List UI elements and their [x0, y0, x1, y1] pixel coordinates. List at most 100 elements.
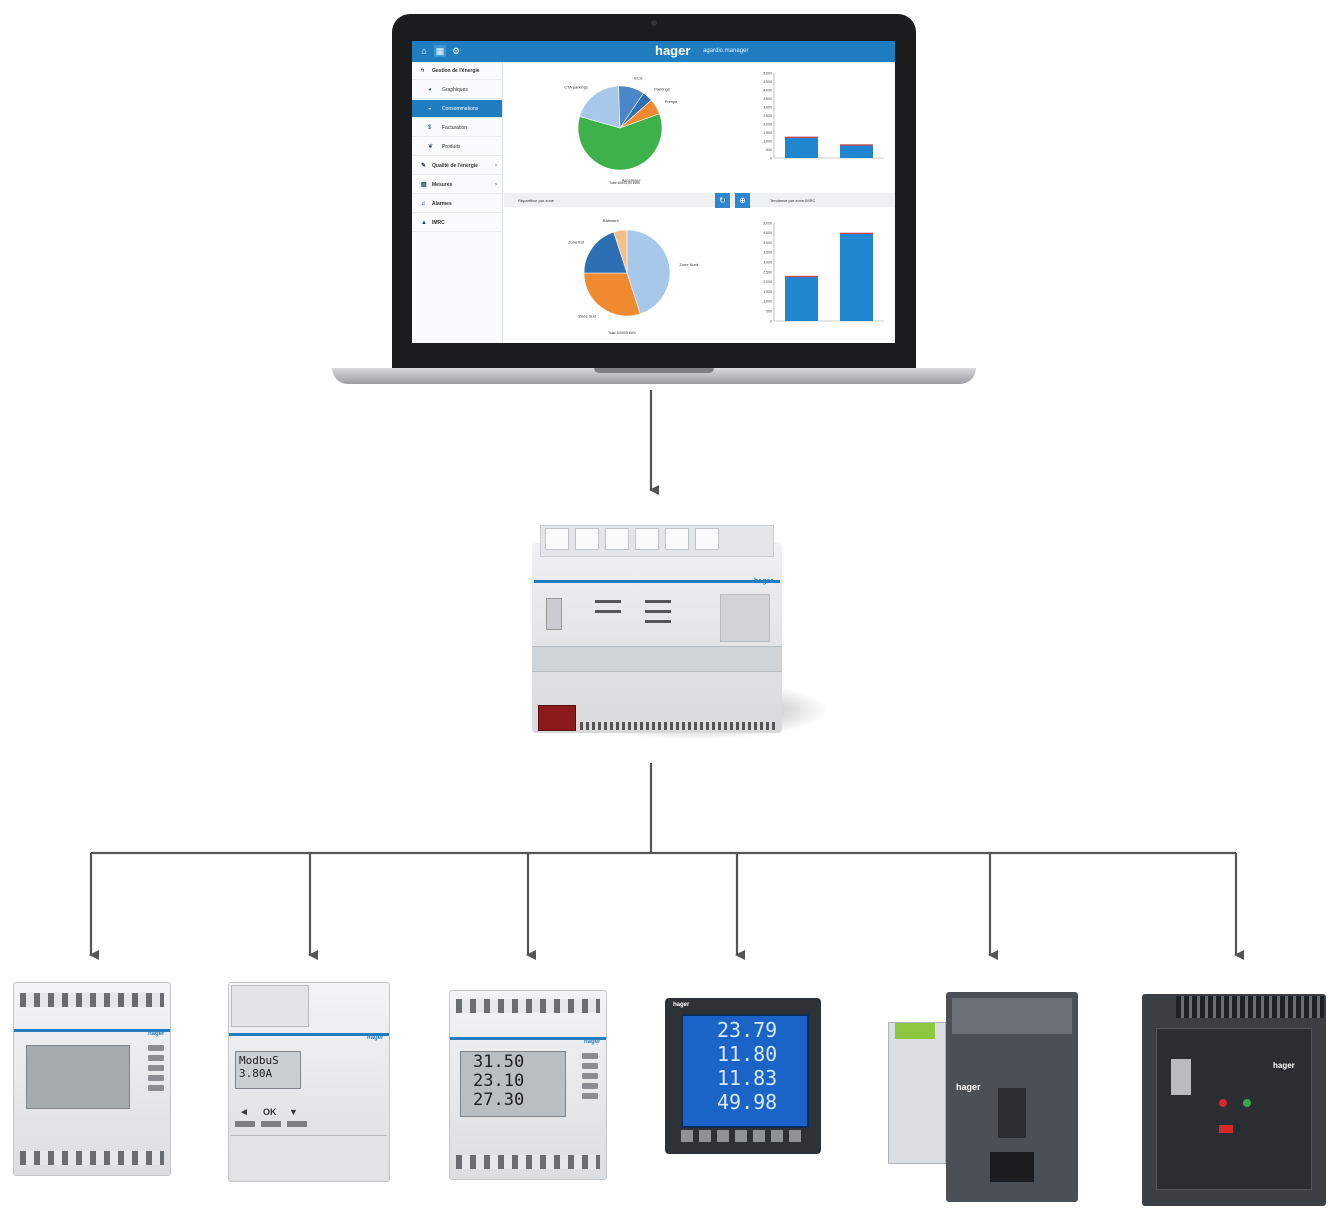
- breaker-handle[interactable]: [998, 1088, 1026, 1138]
- terminal: [695, 528, 719, 550]
- lcd-display: 31.50 23.10 27.30: [460, 1051, 566, 1117]
- gateway-stripe: [534, 580, 780, 583]
- dashboard-screen: ⌂ ▦ ⚙ hager agardio.manager ϟ Gestion de…: [412, 41, 895, 343]
- pie-slice: [583, 231, 628, 274]
- bottom-terminals: [20, 1151, 164, 1165]
- sidebar-item-quality[interactable]: ✎ Qualité de l'énergie ›: [412, 157, 502, 175]
- gauge-icon: ◒: [428, 106, 432, 112]
- laptop-base: [332, 368, 976, 384]
- gateway-rail: [532, 646, 782, 672]
- accessory-module: [888, 1022, 946, 1164]
- gateway-logo: hager: [754, 578, 774, 585]
- ok-button[interactable]: OK: [263, 1107, 277, 1117]
- y-tick-label: 2,000: [763, 122, 772, 126]
- camera-icon: [651, 20, 657, 26]
- red-indicator: [1219, 1125, 1233, 1133]
- settings-icon[interactable]: ⚙: [451, 46, 461, 56]
- y-tick-label: 5,000: [763, 221, 772, 225]
- terminal: [545, 528, 569, 550]
- sidebar: ϟ Gestion de l'énergie ◕ Graphiques ◒ Co…: [412, 62, 503, 343]
- energy-meter-3: hager 31.50 23.10 27.30: [449, 990, 607, 1180]
- power-meter: hager 23.79 11.80 11.83 49.98: [665, 998, 821, 1154]
- left-arrow-button[interactable]: ◄: [239, 1107, 249, 1118]
- sidebar-item-label: Facturation: [442, 125, 468, 131]
- panel-title-zone: Répartition par zone: [518, 198, 555, 203]
- gateway-bottom-terminals: [580, 722, 776, 730]
- sidebar-item-label: Mesures: [432, 182, 453, 188]
- app-header: ⌂ ▦ ⚙ hager agardio.manager: [412, 41, 895, 62]
- leaf-icon: ❦: [428, 144, 434, 150]
- gateway-led-bar: [595, 610, 621, 613]
- air-circuit-breaker: hager: [1142, 994, 1326, 1206]
- breaker-top-terminals: [952, 998, 1072, 1034]
- device-logo: hager: [584, 1039, 601, 1045]
- bar-chart-bottom: 5,0004,5004,0003,5003,0002,5002,0001,500…: [763, 221, 884, 323]
- down-arrow-button[interactable]: ▼: [289, 1107, 298, 1117]
- device-buttons: [582, 1053, 598, 1103]
- y-tick-label: 3,000: [763, 105, 772, 109]
- sidebar-item-consumption[interactable]: ◒ Consommations: [412, 100, 502, 118]
- y-tick-label: 1,000: [763, 139, 772, 143]
- sidebar-item-measures[interactable]: ▤ Mesures ›: [412, 176, 502, 194]
- terminal: [635, 528, 659, 550]
- y-tick-label: 4,500: [763, 80, 772, 84]
- sidebar-item-label: Graphiques: [442, 87, 468, 93]
- sidebar-item-alarms[interactable]: ♫ Alarmes: [412, 195, 502, 213]
- pie-label: Ascenseur: [622, 177, 642, 182]
- device-logo: hager: [673, 1002, 690, 1008]
- stop-button[interactable]: [1219, 1099, 1227, 1107]
- device-logo: hager: [1273, 1061, 1295, 1070]
- pie-slice: [579, 85, 621, 129]
- circuit-breaker: hager: [946, 992, 1078, 1202]
- bar: [785, 275, 818, 321]
- home-icon[interactable]: ⌂: [421, 46, 427, 56]
- y-tick-label: 1,500: [763, 131, 772, 135]
- sidebar-item-graphs[interactable]: ◕ Graphiques: [412, 81, 502, 99]
- pie-label: Zone Nord: [679, 262, 698, 267]
- bar: [840, 144, 873, 158]
- terminal: [665, 528, 689, 550]
- breaker-trip-unit: [990, 1152, 1034, 1182]
- lcd-display: ModbuS 3.80A: [235, 1051, 301, 1089]
- bottom-terminals: [456, 1155, 600, 1169]
- sidebar-item-products[interactable]: ❦ Produits: [412, 138, 502, 156]
- acb-front-panel: hager: [1156, 1028, 1312, 1190]
- sidebar-item-imrc[interactable]: ▲ IMRC: [412, 214, 502, 232]
- terminal: [575, 528, 599, 550]
- lcd-line: 23.79: [717, 1018, 778, 1042]
- button-row: [235, 1121, 307, 1127]
- y-tick-label: 2,000: [763, 280, 772, 284]
- y-tick-label: 500: [766, 310, 772, 314]
- sidebar-item-label: Alarmes: [432, 201, 452, 207]
- lcd-line: 23.10: [473, 1071, 525, 1091]
- y-tick-label: 4,000: [763, 241, 772, 245]
- device-stripe: [450, 1037, 606, 1040]
- y-tick-label: 500: [766, 148, 772, 152]
- acb-display: [1171, 1059, 1191, 1095]
- gateway-led-bar: [645, 610, 671, 613]
- refresh-button[interactable]: ↻: [715, 193, 730, 208]
- brand-logo: hager: [655, 43, 691, 58]
- pie-label: Parkings: [654, 86, 670, 91]
- top-terminals: [456, 999, 600, 1013]
- section-header-bar: Répartition par zone Tendance par zone I…: [504, 193, 895, 207]
- sidebar-item-billing[interactable]: $ Facturation: [412, 119, 502, 137]
- dollar-icon: $: [428, 125, 432, 131]
- terminal: [605, 528, 629, 550]
- sidebar-item-energy[interactable]: ϟ Gestion de l'énergie: [412, 62, 502, 80]
- bar: [785, 136, 818, 158]
- device-logo: hager: [956, 1082, 981, 1092]
- energy-meter-1: hager: [13, 982, 171, 1176]
- y-tick-label: 4,500: [763, 231, 772, 235]
- lcd-line: 11.83: [717, 1066, 778, 1090]
- pie-label: ECS: [634, 76, 643, 81]
- table-icon: ▤: [421, 182, 427, 188]
- chevron-right-icon: ›: [495, 163, 497, 169]
- gateway-led-bar: [595, 600, 621, 603]
- zoom-button[interactable]: ⊕: [735, 193, 750, 208]
- grid-icon[interactable]: ▦: [434, 45, 446, 57]
- pie-slice: [577, 113, 663, 171]
- pie-label: Pompe: [665, 99, 678, 104]
- start-button[interactable]: [1243, 1099, 1251, 1107]
- lcd-line: 31.50: [473, 1052, 525, 1072]
